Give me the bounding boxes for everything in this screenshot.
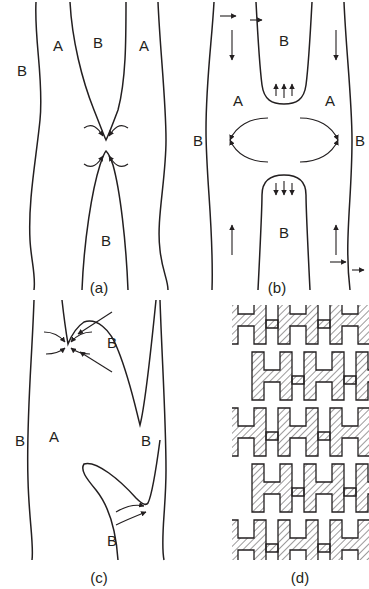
- hatched-h-shape: [232, 520, 266, 560]
- panel-caption: (b): [268, 280, 286, 295]
- hatched-h-shape: [330, 305, 369, 344]
- hatched-h-shape: [356, 352, 369, 400]
- hatched-h-shape: [278, 408, 318, 456]
- panel-caption: (d): [291, 570, 309, 585]
- panel-caption: (c): [90, 570, 108, 585]
- region-label: B: [279, 33, 289, 48]
- region-label: B: [141, 433, 151, 448]
- hatched-h-shape: [304, 352, 344, 400]
- panel-caption: (a): [90, 280, 108, 295]
- region-label: A: [233, 93, 243, 108]
- region-label: B: [279, 225, 289, 240]
- hatched-h-shape: [278, 520, 318, 560]
- region-label: B: [101, 233, 111, 248]
- hatched-h-shape: [232, 305, 266, 344]
- region-label: B: [107, 335, 117, 350]
- hatched-link: [344, 376, 356, 384]
- hatched-link: [266, 544, 278, 552]
- region-label: B: [15, 433, 25, 448]
- region-label: A: [325, 93, 335, 108]
- hatched-link: [318, 320, 330, 328]
- hatched-link: [292, 488, 304, 496]
- hatched-link: [318, 544, 330, 552]
- region-label: B: [355, 133, 365, 148]
- hatched-h-shape: [330, 408, 369, 456]
- hatched-link: [292, 376, 304, 384]
- hatched-h-shape: [252, 352, 292, 400]
- hatched-h-shape: [304, 464, 344, 512]
- hatched-link: [318, 432, 330, 440]
- hatched-h-shape: [330, 520, 369, 560]
- hatched-link: [266, 320, 278, 328]
- hatched-h-shape: [356, 464, 369, 512]
- hatched-h-shape: [278, 305, 318, 344]
- region-label: A: [49, 429, 59, 444]
- hatched-link: [266, 432, 278, 440]
- region-label: B: [193, 133, 203, 148]
- region-label: B: [17, 63, 27, 78]
- region-label: B: [93, 35, 103, 50]
- region-label: A: [139, 38, 149, 53]
- region-label: B: [107, 533, 117, 548]
- hatched-link: [344, 488, 356, 496]
- hatched-h-shape: [252, 464, 292, 512]
- hatched-h-shape: [232, 408, 266, 456]
- region-label: A: [53, 38, 63, 53]
